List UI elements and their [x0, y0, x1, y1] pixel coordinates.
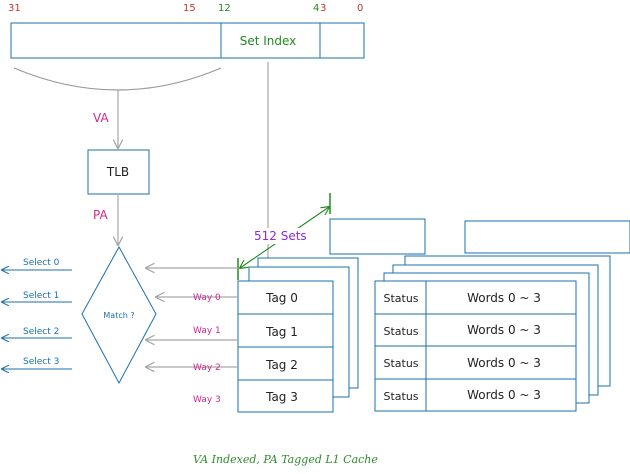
way-0-label: Way 0	[193, 293, 221, 303]
status-2-label: Status	[383, 357, 418, 370]
words-1-label: Words 0 ~ 3	[467, 323, 541, 337]
words-0-label: Words 0 ~ 3	[467, 291, 541, 305]
diagram-caption: VA Indexed, PA Tagged L1 Cache	[193, 453, 378, 466]
pa-label: PA	[93, 208, 108, 222]
select-outputs: Select 0 Select 1 Select 2 Select 3	[2, 258, 72, 369]
status-1-label: Status	[383, 325, 418, 338]
upper-bits-brace	[13, 67, 222, 91]
bit-0-label: 0	[357, 3, 363, 14]
way-2-label: Way 2	[193, 363, 221, 373]
select-0-label: Select 0	[23, 258, 60, 268]
bit-31-label: 31	[8, 3, 21, 14]
sets-label: 512 Sets	[254, 229, 307, 243]
select-1-label: Select 1	[23, 291, 59, 301]
tag-array-front: Tag 0 Tag 1 Tag 2 Tag 3	[237, 280, 334, 413]
status-3-label: Status	[383, 390, 418, 403]
set-index-label: Set Index	[240, 34, 297, 48]
data-array-front: Status Status Status Status Words 0 ~ 3 …	[374, 280, 577, 412]
data-plane-back	[464, 220, 630, 254]
status-0-label: Status	[383, 292, 418, 305]
tlb-label: TLB	[106, 165, 129, 179]
tag-2-label: Tag 2	[265, 358, 298, 372]
tlb-box	[87, 149, 150, 195]
way-3-label: Way 3	[193, 395, 221, 405]
tag-plane-back	[329, 218, 426, 255]
tag-0-label: Tag 0	[265, 291, 298, 305]
select-2-label: Select 2	[23, 327, 59, 337]
bit-12-label: 12	[218, 3, 231, 14]
tag-1-label: Tag 1	[265, 325, 298, 339]
words-3-label: Words 0 ~ 3	[467, 388, 541, 402]
sets-label-bg	[250, 228, 310, 244]
match-label: Match ?	[103, 311, 134, 320]
address-register: Set Index 31 15 12 4 3 0	[8, 3, 365, 59]
match-diamond	[81, 245, 157, 385]
bit-4-label: 4	[313, 3, 319, 14]
way-1-label: Way 1	[193, 326, 221, 336]
va-label: VA	[93, 111, 109, 125]
bit-3-label: 3	[320, 3, 326, 14]
tag-3-label: Tag 3	[265, 390, 298, 404]
words-2-label: Words 0 ~ 3	[467, 356, 541, 370]
select-3-label: Select 3	[23, 357, 59, 367]
address-register-box	[10, 22, 365, 59]
bit-15-label: 15	[183, 3, 196, 14]
